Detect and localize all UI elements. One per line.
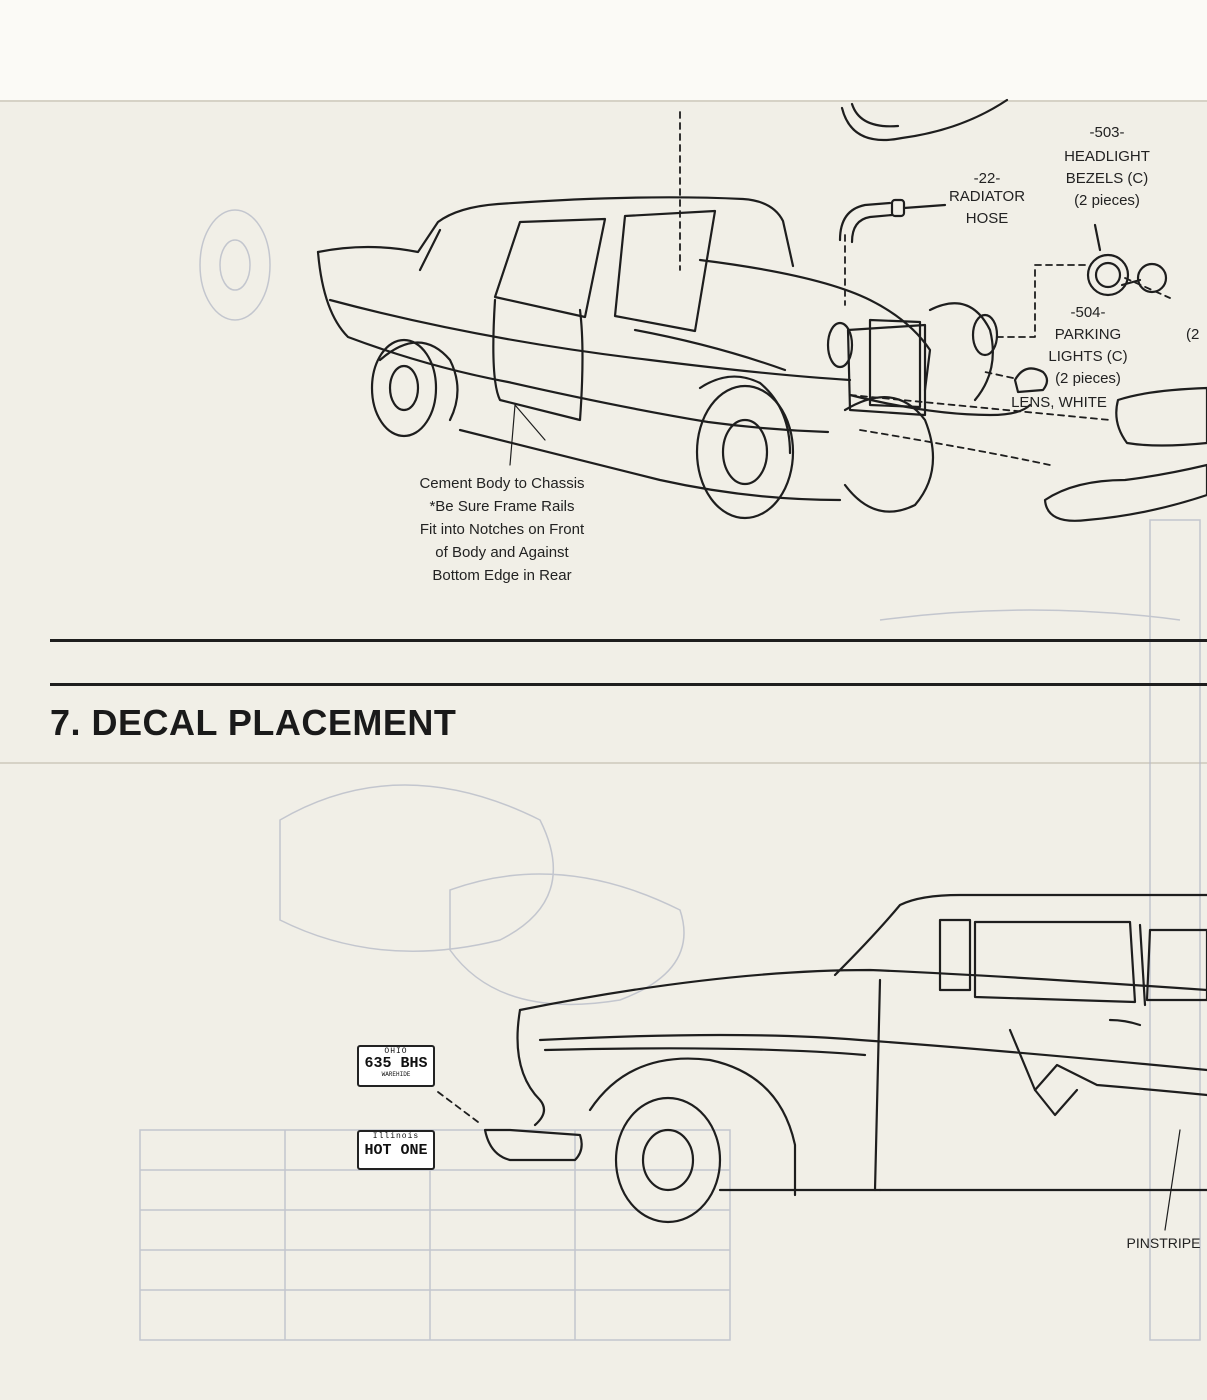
plate-state: Illinois (372, 1132, 420, 1141)
radiator-hose-label: RADIATOR (948, 188, 1026, 205)
illinois-license-plate-decal: Illinois HOT ONE (357, 1130, 435, 1170)
parking-lights-part-number: -504- (1070, 304, 1106, 321)
parking-lights-label-line2: LIGHTS (C) (1048, 348, 1128, 365)
cutoff-label-fragment: (2 (1186, 326, 1200, 343)
plate-subtext: WAREHIDE (381, 1071, 411, 1078)
paper-fold-line (0, 100, 1207, 102)
parking-lights-label: PARKING (1054, 326, 1122, 343)
note-line: *Be Sure Frame Rails (429, 498, 575, 515)
note-line: Fit into Notches on Front (419, 521, 585, 538)
radiator-hose-part-number: -22- (973, 170, 1001, 187)
headlight-bezels-part-number: -503- (1089, 124, 1125, 141)
lens-white-label: LENS, WHITE (1011, 394, 1107, 411)
section-divider-rule (50, 639, 1207, 642)
body-to-chassis-note: Cement Body to Chassis *Be Sure Frame Ra… (392, 472, 612, 587)
paper-fold-line (0, 762, 1207, 764)
note-line: Bottom Edge in Rear (432, 567, 572, 584)
ohio-license-plate-decal: OHIO 635 BHS WAREHIDE (357, 1045, 435, 1087)
headlight-bezels-label: HEADLIGHT (1064, 148, 1150, 165)
note-line: Cement Body to Chassis (419, 475, 585, 492)
parking-lights-quantity: (2 pieces) (1055, 370, 1121, 387)
paper-top-band (0, 0, 1207, 100)
headlight-bezels-quantity: (2 pieces) (1074, 192, 1140, 209)
plate-number: 635 BHS (364, 1055, 428, 1072)
note-line: of Body and Against (435, 544, 569, 561)
plate-state: OHIO (384, 1047, 408, 1056)
section-title: 7. DECAL PLACEMENT (50, 702, 457, 743)
section-divider-rule (50, 683, 1207, 686)
headlight-bezels-label-line2: BEZELS (C) (1065, 170, 1149, 187)
plate-number: HOT ONE (364, 1142, 428, 1159)
pinstripe-label: PINSTRIPE (1126, 1235, 1201, 1251)
radiator-hose-label-line2: HOSE (965, 210, 1009, 227)
